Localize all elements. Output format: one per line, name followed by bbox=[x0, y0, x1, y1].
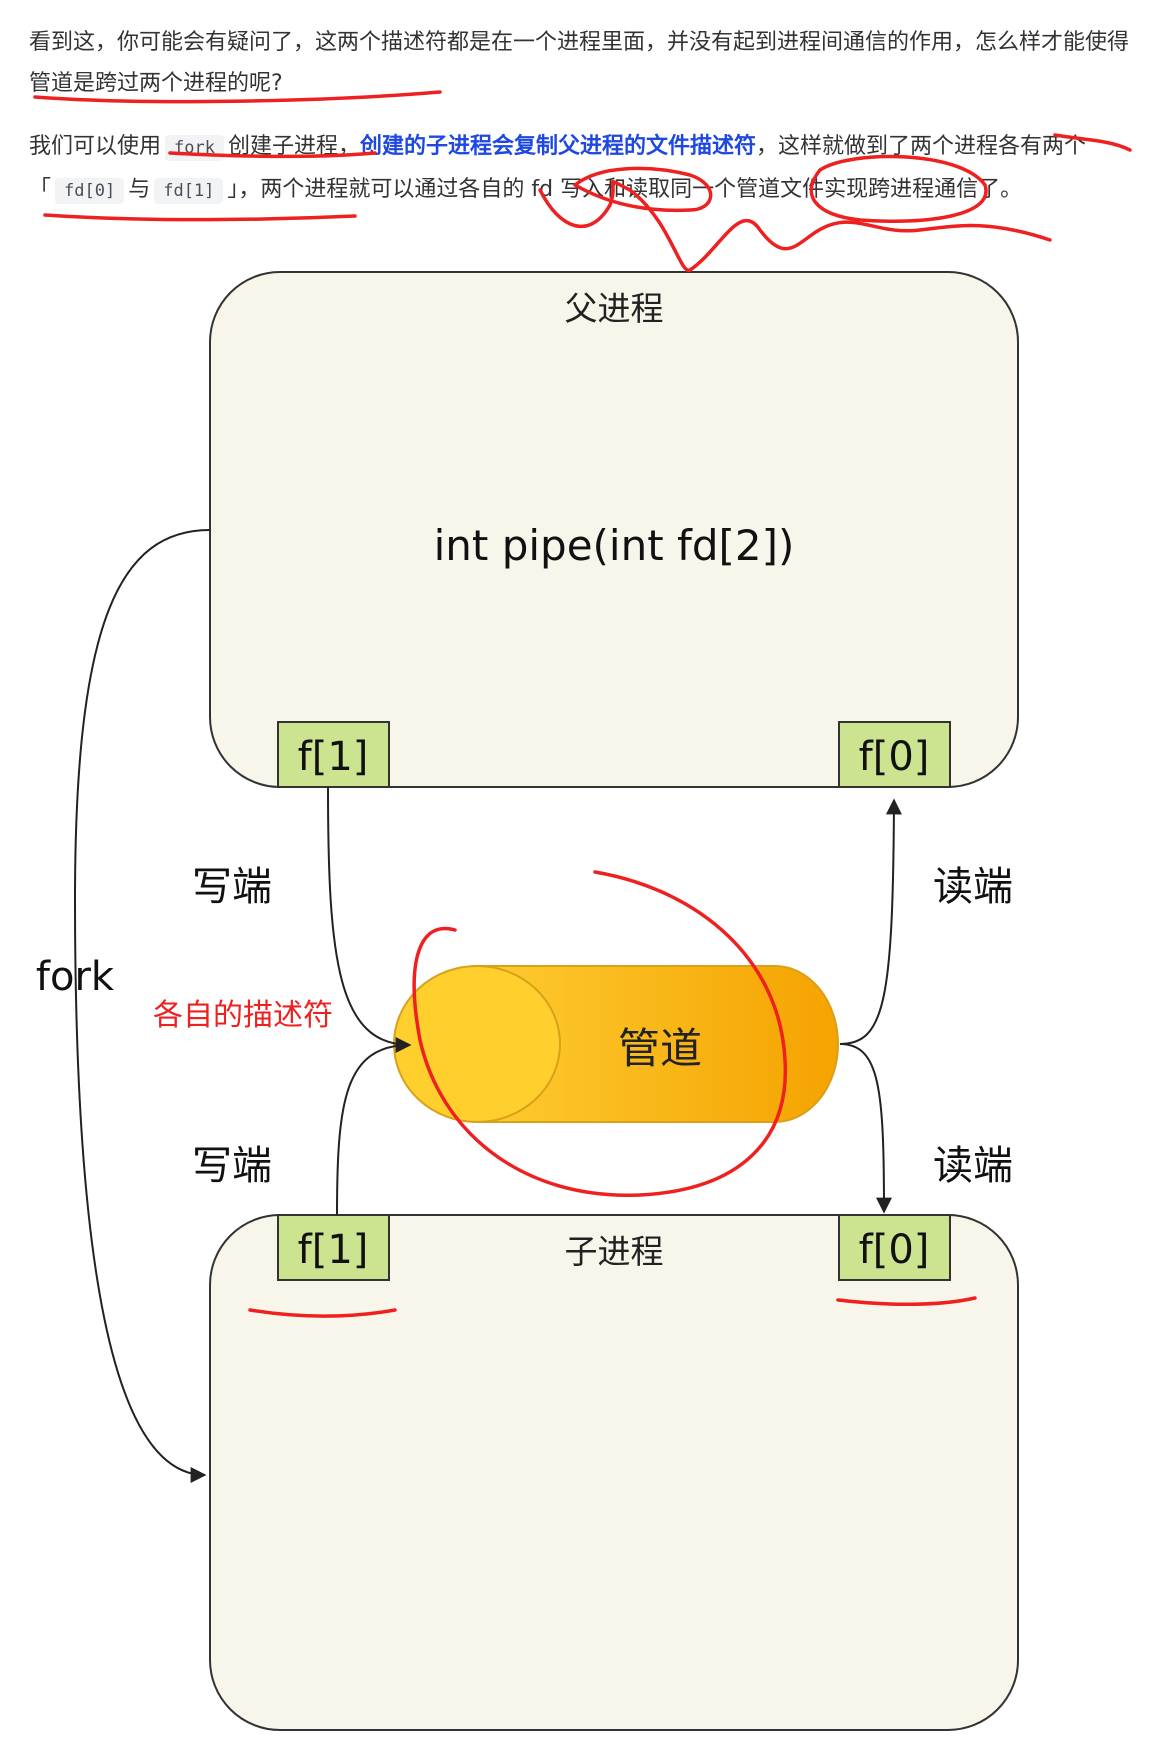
child-process-box bbox=[209, 1214, 1019, 1731]
underline-p1 bbox=[33, 90, 442, 104]
pipe-cylinder bbox=[393, 965, 839, 1123]
underline-child-f1 bbox=[248, 1308, 397, 1318]
parent-read-arrow bbox=[839, 798, 902, 1045]
red-annotations bbox=[33, 90, 1132, 1318]
write-end-label-top: 写端 bbox=[192, 864, 272, 910]
parent-f1-label: f[1] bbox=[298, 734, 369, 780]
child-read-arrow bbox=[839, 1043, 892, 1214]
fork-label: fork bbox=[36, 954, 115, 1000]
parent-f0-label: f[0] bbox=[859, 734, 930, 780]
pipe-call-text: int pipe(int fd[2]) bbox=[434, 521, 795, 570]
loop-each bbox=[573, 166, 713, 213]
p2-text-d: 与 bbox=[128, 177, 151, 202]
p2-text-a: 我们可以使用 bbox=[29, 134, 162, 159]
underline-fork bbox=[168, 151, 377, 159]
underline-p2-left bbox=[43, 213, 357, 222]
code-fd0: fd[0] bbox=[55, 178, 125, 204]
fork-arrow bbox=[73, 529, 211, 1483]
pipe-label: 管道 bbox=[618, 1024, 702, 1073]
intro-paragraph-1: 看到这，你可能会有疑问了，这两个描述符都是在一个进程里面，并没有起到进程间通信的… bbox=[29, 30, 1130, 96]
p2-text-e: 」，两个进程就可以通过各自的 fd 写入和读取同一个管道文件实现跨进程通信了。 bbox=[227, 177, 1023, 202]
squiggle-p2 bbox=[538, 179, 1052, 272]
child-f1-box bbox=[277, 1214, 390, 1281]
annotation-text: 各自的描述符 bbox=[153, 998, 333, 1033]
read-end-label-top: 读端 bbox=[933, 864, 1013, 910]
code-fd1: fd[1] bbox=[154, 178, 224, 204]
loop-pipe-file bbox=[809, 154, 988, 223]
child-f0-box bbox=[838, 1214, 951, 1281]
parent-write-arrow bbox=[327, 786, 412, 1053]
highlighted-sentence: 创建的子进程会复制父进程的文件描述符 bbox=[359, 134, 756, 159]
parent-f1-box bbox=[277, 721, 390, 788]
child-write-arrow bbox=[336, 1044, 411, 1216]
p2-text-c: ，这样就做到了两个进程各有两个「 bbox=[29, 134, 1087, 202]
underline-child-f0 bbox=[836, 1296, 977, 1306]
child-f1-label: f[1] bbox=[298, 1227, 369, 1273]
child-f0-label: f[0] bbox=[859, 1227, 930, 1273]
parent-f0-box bbox=[838, 721, 951, 788]
read-end-label-bottom: 读端 bbox=[933, 1143, 1013, 1189]
child-process-title: 子进程 bbox=[565, 1232, 664, 1271]
circle-pipe bbox=[412, 870, 788, 1197]
write-end-label-bottom: 写端 bbox=[192, 1143, 272, 1189]
underline-p2-right bbox=[1053, 133, 1132, 152]
parent-process-title: 父进程 bbox=[565, 289, 664, 328]
